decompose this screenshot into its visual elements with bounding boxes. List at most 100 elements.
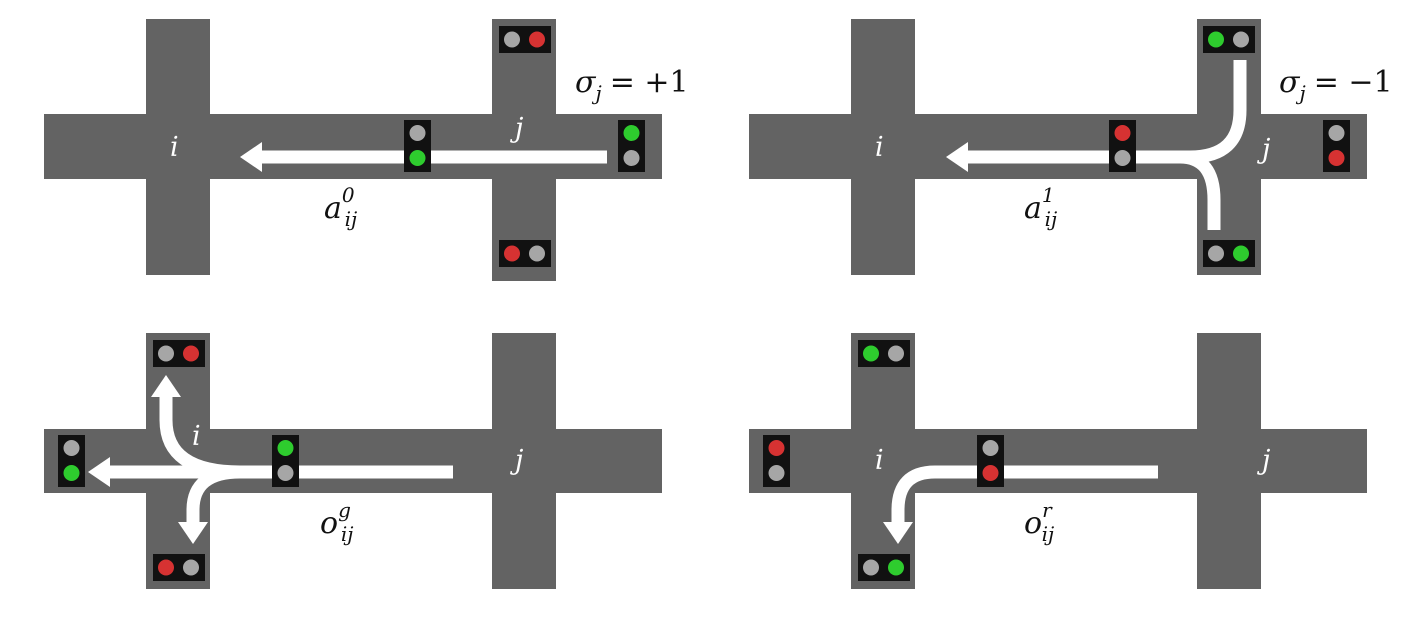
- flow-arrow-head: [883, 522, 913, 544]
- road-vertical-i: [146, 19, 210, 275]
- flow-subscript: ij: [1045, 207, 1058, 231]
- sigma-subscript: j: [591, 81, 601, 105]
- sigma-label: σj = +1: [575, 65, 689, 105]
- lamp-off: [183, 559, 199, 576]
- lamp-off: [888, 345, 904, 362]
- flow-subscript: ij: [345, 207, 358, 231]
- lamp-off: [63, 440, 80, 456]
- flow-arrow-head: [946, 142, 968, 172]
- flow-superscript: g: [338, 498, 351, 522]
- lamp-off: [768, 465, 785, 481]
- road-network: [44, 19, 662, 281]
- flow-arrow-shaft: [891, 465, 1158, 522]
- traffic-light-east-of-j: [1323, 120, 1350, 172]
- traffic-light-north-of-i: [153, 340, 205, 367]
- flow-arrow-head: [240, 142, 262, 172]
- flow-arrow-shaft-from-south: [1179, 150, 1221, 230]
- road-horizontal: [44, 429, 662, 493]
- lamp-green: [1233, 245, 1249, 262]
- flow-superscript: 1: [1042, 183, 1055, 207]
- flow-subscript: ij: [341, 522, 354, 546]
- lamp-red: [1114, 125, 1131, 141]
- lamp-green: [63, 465, 80, 481]
- lamp-green: [888, 559, 904, 576]
- flow-symbol: a: [1024, 191, 1042, 226]
- node-label-i: i: [170, 132, 179, 163]
- lamp-off: [1208, 245, 1224, 262]
- traffic-light-north-of-j: [1203, 26, 1255, 53]
- flow-arrow: [946, 60, 1247, 230]
- flow-arrow-shaft-south: [186, 465, 241, 522]
- flow-arrow: [883, 465, 1158, 544]
- traffic-light-south-of-i: [153, 554, 205, 581]
- lamp-off: [1114, 150, 1131, 166]
- lamp-green: [277, 440, 294, 456]
- road-network: [749, 19, 1367, 275]
- sigma-label: σj = −1: [1279, 65, 1393, 105]
- traffic-light-between-i-j: [1109, 120, 1136, 172]
- lamp-off: [158, 345, 174, 362]
- road-vertical-i: [851, 19, 915, 275]
- lamp-off: [277, 465, 294, 481]
- traffic-light-south-of-i: [858, 554, 910, 581]
- sigma-symbol: σ: [575, 65, 597, 100]
- traffic-light-between-i-j: [272, 435, 299, 487]
- lamp-off: [1233, 31, 1249, 48]
- traffic-light-north-of-i: [858, 340, 910, 367]
- lamp-red: [529, 31, 545, 48]
- lamp-red: [158, 559, 174, 576]
- sigma-relation: = +1: [610, 65, 689, 100]
- flow-subscript: ij: [1042, 522, 1055, 546]
- lamp-off: [623, 150, 640, 166]
- lamp-green: [623, 125, 640, 141]
- road-vertical-i: [851, 333, 915, 589]
- lamp-red: [504, 245, 520, 262]
- lamp-off: [982, 440, 999, 456]
- sigma-subscript: j: [1295, 81, 1305, 105]
- traffic-light-west-of-i: [58, 435, 85, 487]
- road-horizontal: [749, 429, 1367, 493]
- flow-superscript: 0: [342, 183, 355, 207]
- flow-arrow-head-north: [151, 375, 181, 397]
- lamp-red: [768, 440, 785, 456]
- road-vertical-j: [492, 333, 556, 589]
- lamp-red: [982, 465, 999, 481]
- node-label-i: i: [875, 445, 884, 476]
- lamp-green: [863, 345, 879, 362]
- lamp-green: [409, 150, 426, 166]
- lamp-red: [183, 345, 199, 362]
- traffic-light-between-i-j: [977, 435, 1004, 487]
- flow-arrow-head-south: [178, 522, 208, 544]
- lamp-off: [863, 559, 879, 576]
- sigma-relation: = −1: [1314, 65, 1393, 100]
- flow-arrow-head-west: [88, 457, 110, 487]
- flow-symbol: o: [320, 506, 338, 541]
- lamp-off: [529, 245, 545, 262]
- sigma-symbol: σ: [1279, 65, 1301, 100]
- flow-arrow: [240, 142, 607, 172]
- traffic-light-between-i-j: [404, 120, 431, 172]
- lamp-off: [504, 31, 520, 48]
- lamp-off: [409, 125, 426, 141]
- road-vertical-j: [492, 19, 556, 281]
- road-network: [749, 333, 1367, 589]
- traffic-light-east-of-j: [618, 120, 645, 172]
- node-label-i: i: [192, 421, 201, 452]
- road-network: [44, 333, 662, 589]
- flow-symbol: o: [1024, 506, 1042, 541]
- traffic-light-south-of-j: [499, 240, 551, 267]
- traffic-light-west-of-i: [763, 435, 790, 487]
- road-vertical-j: [1197, 333, 1261, 589]
- lamp-off: [1328, 125, 1345, 141]
- road-horizontal: [749, 114, 1367, 179]
- road-horizontal: [44, 114, 662, 179]
